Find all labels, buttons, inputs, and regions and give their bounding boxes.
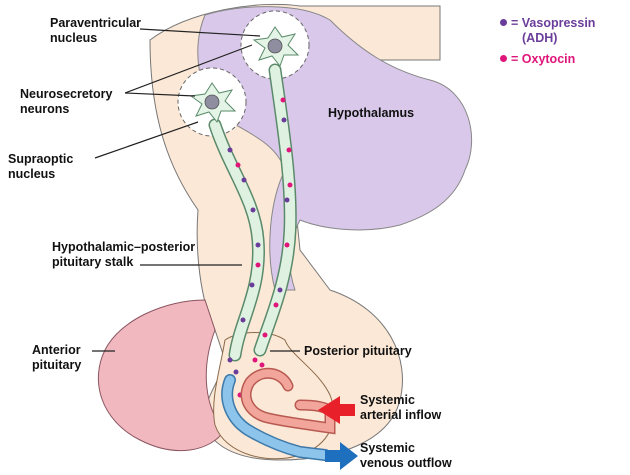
label-paraventricular-line1: Paraventricular xyxy=(50,16,142,30)
label-venous-line1: Systemic xyxy=(360,441,415,455)
label-neurosecretory-line1: Neurosecretory xyxy=(20,87,113,101)
axon-tract-paraventricular-fill xyxy=(255,65,296,355)
legend-vasopressin-text: = Vasopressin xyxy=(511,16,596,30)
label-anterior-line2: pituitary xyxy=(32,358,82,372)
label-supraoptic-line1: Supraoptic xyxy=(8,152,74,166)
label-supraoptic-line2: nucleus xyxy=(8,167,56,181)
vasopressin-dot-icon xyxy=(500,19,507,26)
label-arterial: Systemic arterial inflow xyxy=(360,393,441,423)
label-arterial-line2: arterial inflow xyxy=(360,408,442,422)
arterial-inflow-arrow xyxy=(318,396,355,424)
legend: = Vasopressin (ADH) = Oxytocin xyxy=(500,16,595,67)
label-neurosecretory: Neurosecretory neurons xyxy=(20,87,112,117)
oxytocin-dot-icon xyxy=(500,55,507,62)
label-neurosecretory-line2: neurons xyxy=(20,102,70,116)
label-supraoptic: Supraoptic nucleus xyxy=(8,152,73,182)
label-posterior: Posterior pituitary xyxy=(304,344,412,359)
label-anterior-line1: Anterior xyxy=(32,343,81,357)
label-hypothalamus: Hypothalamus xyxy=(328,106,414,121)
label-anterior: Anterior pituitary xyxy=(32,343,81,373)
label-venous: Systemic venous outflow xyxy=(360,441,452,471)
venous-vessel-fill xyxy=(222,375,330,460)
label-arterial-line1: Systemic xyxy=(360,393,415,407)
legend-vasopressin: = Vasopressin xyxy=(500,16,595,31)
label-stalk: Hypothalamic–posterior pituitary stalk xyxy=(52,240,195,270)
legend-oxytocin: = Oxytocin xyxy=(500,52,595,67)
label-stalk-line1: Hypothalamic–posterior xyxy=(52,240,196,254)
paraventricular-neuron xyxy=(252,26,300,68)
label-posterior-text: Posterior pituitary xyxy=(304,344,412,358)
label-hypothalamus-text: Hypothalamus xyxy=(328,106,415,120)
leader-lines xyxy=(92,28,300,352)
label-venous-line2: venous outflow xyxy=(360,456,452,470)
axon-tract-supraoptic-fill xyxy=(210,120,264,360)
label-paraventricular: Paraventricular nucleus xyxy=(50,16,141,46)
label-stalk-line2: pituitary stalk xyxy=(52,255,134,269)
legend-oxytocin-text: = Oxytocin xyxy=(511,52,576,66)
venous-outflow-arrow xyxy=(325,442,358,470)
label-paraventricular-line2: nucleus xyxy=(50,31,98,45)
legend-vasopressin-sub: (ADH) xyxy=(522,31,558,45)
anterior-pituitary xyxy=(97,299,226,452)
